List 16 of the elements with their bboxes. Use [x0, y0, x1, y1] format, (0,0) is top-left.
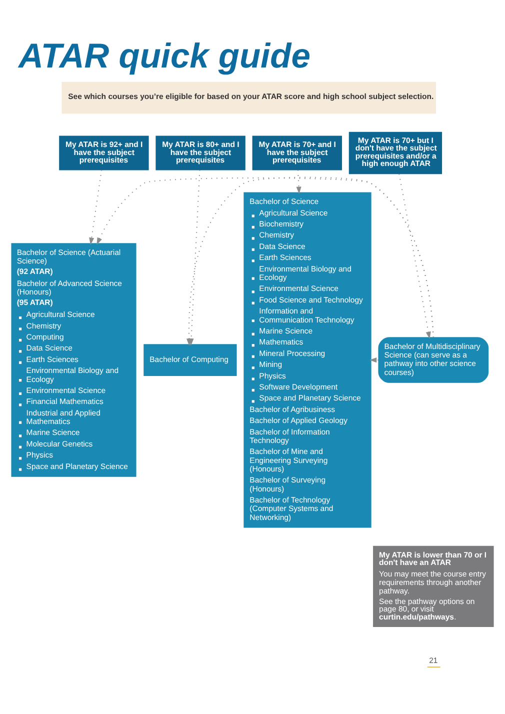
arrow	[369, 357, 378, 363]
node-box: My ATAR is 80+ and I have the subject prerequisites	[156, 136, 246, 170]
node-box: Bachelor of Science (Actuarial Science) (92 ATAR) Bachelor of Advanced Science (Honours) (95 ATAR) Agricultural Science Chemistry Computing Data Science Earth Sciences Environmental Biology and Ecology Environmental Science Financial Mathematics Industrial and Applied Mathematics Marine Science Molecular Genetics Physics Space and Planetary Science	[11, 243, 136, 477]
node-box: My ATAR is 70+ but I don't have the subject prerequisites and/or a high enough ATAR	[348, 132, 442, 174]
node-box: See which courses you’re eligible for based on your ATAR score and high school subject selection.	[62, 82, 436, 114]
arrow	[398, 174, 431, 340]
node-box: Bachelor of Multidisciplinary Science (can serve as a pathway into other science courses)	[378, 337, 489, 383]
arrow	[89, 170, 102, 245]
label: 21	[429, 656, 438, 665]
node-box: My ATAR is 92+ and I have the subject prerequisites	[59, 136, 149, 170]
node-box: My ATAR is lower than 70 or I don't have an ATAR You may meet the course entry requirements through another pathway. See the pathway options on page 80, or visit curtin.edu/pathways.	[373, 546, 494, 627]
node-box: Bachelor of Computing	[144, 344, 237, 376]
arrow	[296, 170, 302, 194]
node-box: Bachelor of Science Agricultural Science Biochemistry Chemistry Data Science Earth Sciences Environmental Biology and Ecology Environmental Science Food Science and Technology Information and Communication Technology Marine Science Mathematics Mineral Processing Mining Physics Software Development Space and Planetary Science Bachelor of Agribusiness Bachelor of Applied Geology Bachelor of Information Technology Bachelor of Mine and Engineering Surveying (Honours) Bachelor of Surveying (Honours) Bachelor of Technology (Computer Systems and Networking)	[244, 192, 372, 528]
diagram-title: ATAR quick guide	[18, 38, 310, 76]
node-box: My ATAR is 70+ and I have the subject prerequisites	[252, 136, 342, 170]
